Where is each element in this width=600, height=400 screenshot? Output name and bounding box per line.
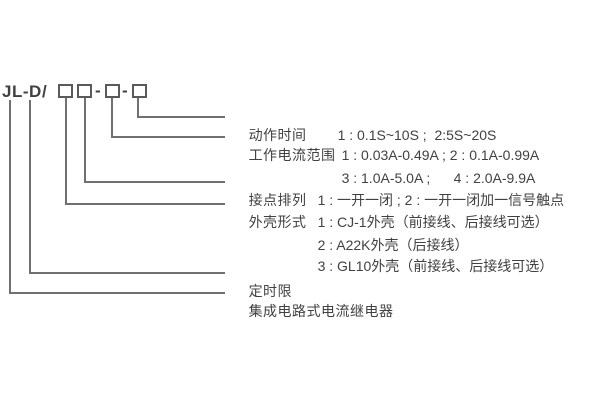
- callout-current-range-line1: 工作电流范围 1 : 0.03A-0.49A ; 2 : 0.1A-0.99A: [233, 128, 540, 163]
- callout-contact-arrangement-label: 接点排列: [248, 192, 307, 208]
- callout-case-type-value3: 3 : GL10外壳（前接线、后接线可选）: [317, 258, 554, 274]
- model-dash-2: -: [122, 81, 129, 100]
- callout-current-range-value2: 3 : 1.0A-5.0A ; 4 : 2.0A-9.9A: [341, 170, 536, 186]
- model-box-2: [77, 84, 92, 98]
- model-prefix: JL-D: [2, 82, 42, 101]
- callout-case-type-label: 外壳形式: [248, 214, 307, 230]
- model-slash: /: [42, 82, 48, 101]
- callout-case-type-value2: 2 : A22K外壳（后接线）: [317, 237, 469, 253]
- callout-current-range-line2: 3 : 1.0A-5.0A ; 4 : 2.0A-9.9A: [326, 151, 536, 186]
- connector-current-range: [111, 98, 225, 138]
- model-box-1: [58, 84, 73, 98]
- callout-case-type-line1: 外壳形式 1 : CJ-1外壳（前接线、后接线可选）: [233, 195, 549, 230]
- model-dash-1: -: [95, 81, 102, 100]
- connector-case-type: [65, 98, 225, 205]
- callout-definite-time: 定时限: [233, 264, 292, 299]
- callout-product-name-label: 集成电路式电流继电器: [248, 303, 394, 319]
- connector-action-time: [137, 98, 225, 118]
- callout-current-range-value1: 1 : 0.03A-0.49A ; 2 : 0.1A-0.99A: [341, 147, 540, 163]
- connector-product-name: [9, 100, 225, 294]
- callout-definite-time-label: 定时限: [248, 283, 293, 299]
- callout-action-time-label: 动作时间: [248, 127, 307, 143]
- model-box-3: [105, 84, 120, 98]
- connector-definite-time: [29, 100, 225, 274]
- callout-case-type-line2: 2 : A22K外壳（后接线）: [302, 218, 469, 253]
- callout-product-name: 集成电路式电流继电器: [233, 284, 394, 319]
- callout-case-type-line3: 3 : GL10外壳（前接线、后接线可选）: [302, 239, 554, 274]
- connector-contact-arrangement: [84, 98, 225, 183]
- callout-action-time: 动作时间 1 : 0.1S~10S ; 2:5S~20S: [233, 108, 497, 143]
- callout-case-type-value1: 1 : CJ-1外壳（前接线、后接线可选）: [317, 214, 549, 230]
- callout-contact-arrangement-value: 1 : 一开一闭 ; 2 : 一开一闭加一信号触点: [317, 192, 565, 208]
- model-box-4: [132, 84, 147, 98]
- callout-contact-arrangement: 接点排列 1 : 一开一闭 ; 2 : 一开一闭加一信号触点: [233, 173, 565, 208]
- callout-current-range-label: 工作电流范围: [248, 147, 336, 163]
- callout-action-time-value: 1 : 0.1S~10S ; 2:5S~20S: [337, 127, 497, 143]
